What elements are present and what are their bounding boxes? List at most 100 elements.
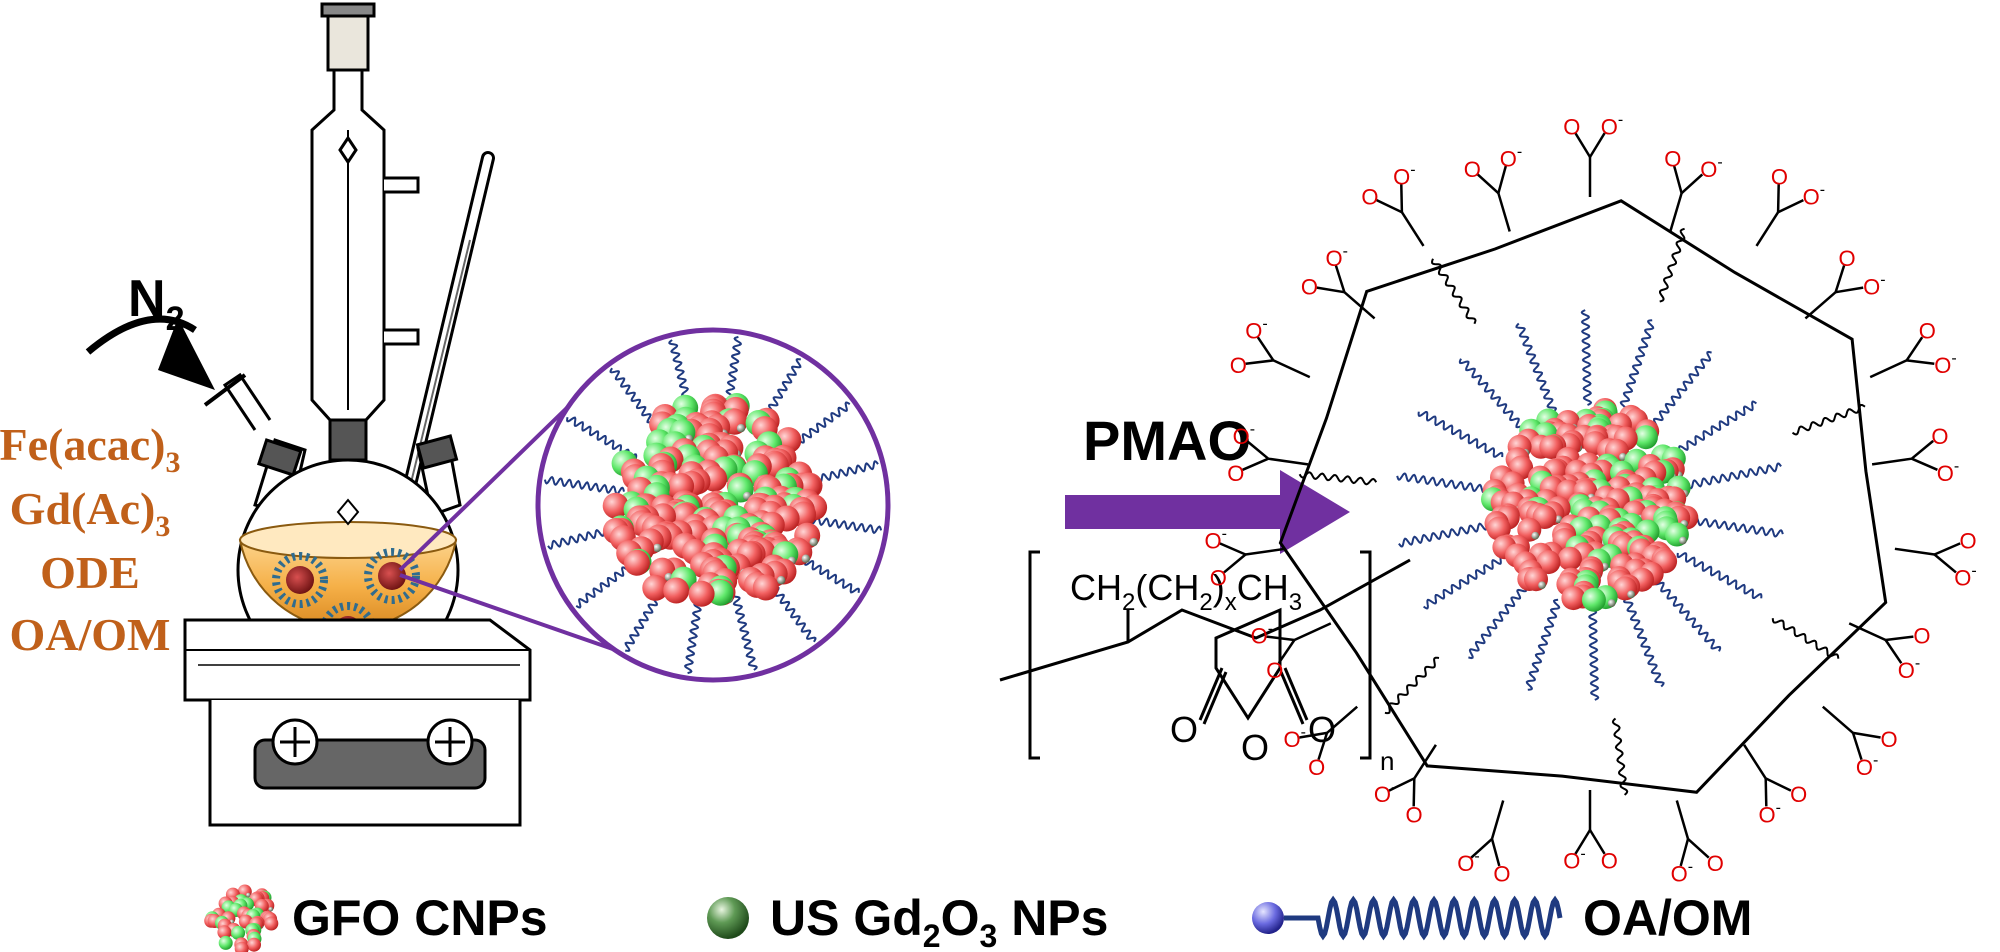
cluster-sphere: [247, 937, 261, 952]
carboxyl-oxygen-minus: O-: [1500, 143, 1522, 171]
ligand-chain: [1398, 520, 1493, 548]
carboxyl-oxygen-minus: O-: [1601, 111, 1623, 139]
ligand-chain: [543, 475, 625, 496]
cluster-sphere: [688, 580, 715, 607]
carboxyl-bond: [1871, 457, 1912, 466]
carboxyl-bond: [1894, 547, 1935, 556]
carboxyl-oxygen: O: [1707, 851, 1724, 876]
carboxyl-bond: [1256, 336, 1275, 362]
carboxyl-oxygen-minus: O-: [1284, 724, 1306, 752]
carboxyl-bond: [1669, 192, 1683, 232]
cluster-sphere: [264, 916, 279, 931]
carboxyl-bond: [1245, 547, 1286, 556]
cluster-small-sphere: [246, 892, 251, 898]
carboxyl-bond: [1675, 800, 1690, 840]
carboxyl-bond: [1848, 622, 1887, 642]
alkyl-spoke: [1791, 404, 1866, 436]
ligand-chain: [1653, 579, 1722, 652]
cluster-small-sphere: [1679, 536, 1687, 545]
cluster-small-sphere: [801, 554, 810, 563]
cluster-sphere: [1633, 425, 1658, 450]
carboxyl-oxygen-minus: O-: [1374, 779, 1396, 807]
reflux-condenser-icon: [310, 2, 420, 462]
ligand-chain: [1515, 322, 1558, 413]
ligand-chain: [1580, 309, 1593, 406]
carboxyl-oxygen: O: [1601, 849, 1618, 874]
ligand-chain: [1622, 597, 1665, 688]
carboxyl-oxygen: O: [1960, 528, 1977, 553]
carbonyl-o-left: O: [1170, 709, 1198, 750]
polymer-shell: [1278, 199, 1888, 796]
cluster-small-sphere: [653, 543, 662, 553]
carboxyl-bond: [1764, 778, 1768, 807]
carboxyl-bond: [1272, 359, 1311, 379]
carboxyl-bond: [1755, 211, 1780, 247]
carboxyl-bond: [1852, 731, 1881, 739]
legend-oa-label: OA/OM: [1583, 890, 1752, 946]
carboxyl-bond: [1574, 132, 1592, 158]
zoom-line-top: [398, 398, 577, 572]
ligand-chain: [801, 514, 883, 535]
carboxyl-oxygen-minus: O-: [1563, 846, 1585, 874]
legend-gd2o3-label: US Gd2O3 NPs: [770, 890, 1108, 952]
carboxyl-bond: [1680, 173, 1704, 195]
carboxyl-bond: [1470, 837, 1493, 859]
carboxyl-bond: [1679, 838, 1690, 867]
carboxyl-oxygen: O: [1464, 157, 1481, 182]
ligand-chain: [1458, 358, 1527, 431]
zoomed-nanoparticle: [535, 327, 891, 683]
n2-inlet-arrow-icon: [85, 315, 197, 355]
ligand-chain: [1652, 350, 1712, 429]
legend: GFO CNPs US Gd2O3 NPs OA/OM: [204, 884, 1752, 952]
carboxyl-bond: [1821, 705, 1854, 734]
carboxyl-bond: [1299, 731, 1328, 739]
carboxyl-oxygen: O: [1771, 164, 1788, 189]
cluster-small-sphere: [1627, 590, 1635, 599]
carboxyl-bond: [1687, 837, 1710, 859]
cluster-sphere: [1539, 435, 1564, 459]
cluster-sphere: [1561, 586, 1586, 611]
reagent-line-1: Fe(acac)3: [0, 419, 181, 479]
legend-ligand-head-icon: [1252, 902, 1284, 934]
carboxyl-bond: [1588, 829, 1606, 855]
cluster-small-sphere: [736, 424, 746, 433]
alkyl-spoke: [1611, 717, 1629, 796]
zoom-ligand-shell: [543, 335, 883, 675]
cluster-sphere: [1581, 587, 1606, 612]
carboxyl-bond: [1223, 553, 1247, 574]
reagent-line-2: Gd(Ac)3: [10, 483, 171, 543]
cluster-small-sphere: [777, 576, 786, 585]
carboxyl-bond: [1834, 265, 1846, 293]
cluster-sphere: [623, 549, 650, 576]
carboxyl-bond: [1326, 705, 1359, 734]
zoom-gfo-cluster: [602, 393, 828, 607]
polymer-backbone: [1278, 199, 1888, 794]
carboxyl-bond: [1412, 778, 1416, 807]
cluster-sphere: [663, 577, 690, 604]
carboxyl-bond: [1933, 553, 1957, 574]
cluster-sphere: [642, 574, 669, 601]
carboxyl-oxygen: O: [1308, 755, 1325, 780]
carboxyl-oxygen-minus: O-: [1856, 752, 1878, 780]
cluster-small-sphere: [1531, 531, 1540, 540]
carboxyl-oxygen: O: [1361, 185, 1378, 210]
hot-plate-icon: [183, 618, 532, 827]
carboxyl-bond: [1490, 800, 1505, 840]
cluster-small-sphere: [1538, 581, 1546, 590]
carboxyl-bond: [1316, 286, 1345, 294]
carboxyl-oxygen-minus: O-: [1954, 563, 1976, 591]
carboxyl-bond: [1911, 457, 1938, 471]
carboxyl-oxygen-minus: O-: [1759, 799, 1781, 827]
cluster-sphere: [217, 925, 232, 940]
alkyl-spoke: [1430, 258, 1477, 325]
carboxyl-oxygen-minus: O-: [1863, 271, 1885, 299]
ligand-chain: [730, 591, 758, 671]
ligand-chain: [1676, 552, 1763, 599]
polymer-sidechain-label: CH2(CH2)xCH3: [1070, 567, 1302, 616]
carboxyl-bond: [1334, 265, 1346, 293]
carboxyl-bond: [1851, 732, 1863, 760]
alkyl-spoke: [1659, 227, 1686, 303]
